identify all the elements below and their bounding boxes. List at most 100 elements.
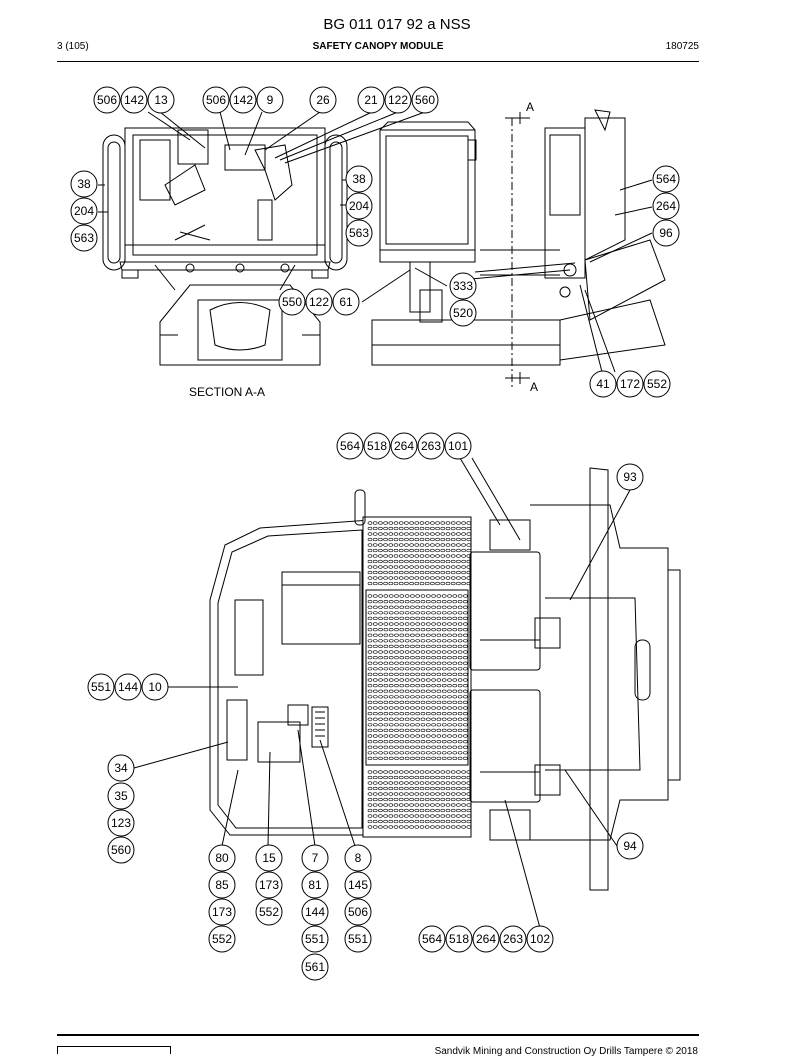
floor-hole: [420, 751, 426, 755]
floor-hole: [378, 814, 383, 818]
floor-hole: [394, 605, 399, 609]
floor-hole: [430, 548, 435, 553]
floor-hole: [398, 781, 404, 785]
floor-hole: [410, 650, 415, 654]
floor-hole: [457, 711, 463, 716]
floor-hole: [378, 792, 383, 796]
floor-hole: [383, 825, 388, 829]
floor-hole: [436, 622, 442, 626]
floor-hole: [457, 678, 463, 682]
floor-hole: [372, 537, 378, 542]
floor-hole: [388, 756, 394, 761]
floor-hole: [409, 792, 414, 796]
floor-hole: [372, 543, 378, 547]
callout-circle: [344, 898, 372, 926]
floor-hole: [441, 622, 447, 626]
floor-hole: [372, 548, 378, 553]
floor-hole: [466, 792, 472, 796]
floor-hole: [367, 695, 373, 699]
floor-hole: [419, 770, 425, 774]
floor-hole: [393, 814, 399, 818]
floor-hole: [367, 627, 373, 632]
floor-hole: [388, 672, 394, 677]
floor-hole: [435, 770, 440, 774]
floor-hole: [372, 581, 378, 586]
floor-hole: [372, 819, 378, 824]
floor-hole: [409, 576, 414, 580]
floor-hole: [420, 627, 426, 632]
floor-hole: [424, 543, 430, 547]
floor-hole: [388, 537, 394, 542]
floor-hole: [394, 594, 399, 598]
floor-hole: [367, 756, 373, 761]
callout-circle: [643, 370, 671, 398]
floor-hole: [466, 797, 472, 802]
floor-hole: [404, 622, 410, 626]
floor-hole: [447, 661, 452, 665]
floor-hole: [447, 627, 452, 632]
floor-hole: [461, 797, 466, 802]
floor-hole: [425, 706, 431, 710]
floor-hole: [378, 808, 383, 813]
module-name: SAFETY CANOPY MODULE: [312, 41, 444, 52]
floor-hole: [445, 814, 451, 818]
floor-hole: [424, 526, 430, 531]
floor-hole: [398, 548, 404, 553]
floor-hole: [398, 792, 404, 796]
floor-hole: [367, 739, 373, 744]
floor-hole: [388, 745, 394, 749]
floor-hole: [388, 739, 394, 744]
callout-circle: [336, 432, 364, 460]
floor-hole: [409, 775, 414, 780]
floor-hole: [452, 739, 458, 744]
floor-hole: [436, 683, 442, 688]
floor-hole: [430, 797, 435, 802]
floor-hole: [399, 723, 405, 727]
callout-number: 61: [339, 295, 353, 309]
floor-hole: [452, 633, 458, 637]
callout-circle: [141, 673, 169, 701]
floor-hole: [388, 797, 394, 802]
floor-hole: [463, 711, 468, 716]
floor-hole: [388, 532, 394, 536]
floor-hole: [445, 775, 451, 780]
callout-circle: [652, 192, 680, 220]
floor-hole: [420, 745, 426, 749]
floor-hole: [410, 734, 415, 738]
floor-hole: [409, 581, 414, 586]
floor-hole: [372, 825, 378, 829]
floor-hole: [440, 803, 446, 807]
floor-hole: [450, 797, 456, 802]
callout-circle: [472, 925, 500, 953]
floor-hole: [367, 554, 373, 558]
floor-hole: [435, 786, 440, 791]
floor-hole: [456, 770, 461, 774]
floor-hole: [466, 537, 472, 542]
floor-hole: [388, 695, 394, 699]
floor-hole: [378, 611, 383, 615]
floor-hole: [394, 599, 399, 604]
floor-hole: [431, 706, 436, 710]
floor-hole: [435, 532, 440, 536]
floor-hole: [425, 678, 431, 682]
floor-hole: [383, 543, 388, 547]
header-row: 3 (105) SAFETY CANOPY MODULE 180725: [57, 41, 699, 57]
floor-hole: [457, 633, 463, 637]
floor-hole: [430, 781, 435, 785]
floor-hole: [430, 554, 435, 558]
callout-circle: [208, 844, 236, 872]
floor-hole: [415, 667, 421, 671]
floor-hole: [383, 786, 388, 791]
floor-hole: [388, 565, 394, 569]
floor-hole: [452, 717, 458, 721]
floor-hole: [409, 786, 414, 791]
floor-hole: [394, 751, 399, 755]
callout-number: 9: [267, 93, 274, 107]
callout-number: 38: [352, 172, 366, 186]
callout-number: 204: [74, 204, 94, 218]
floor-hole: [415, 650, 421, 654]
floor-hole: [378, 616, 383, 621]
floor-hole: [447, 599, 452, 604]
callout-circle: [208, 925, 236, 953]
floor-hole: [415, 695, 421, 699]
